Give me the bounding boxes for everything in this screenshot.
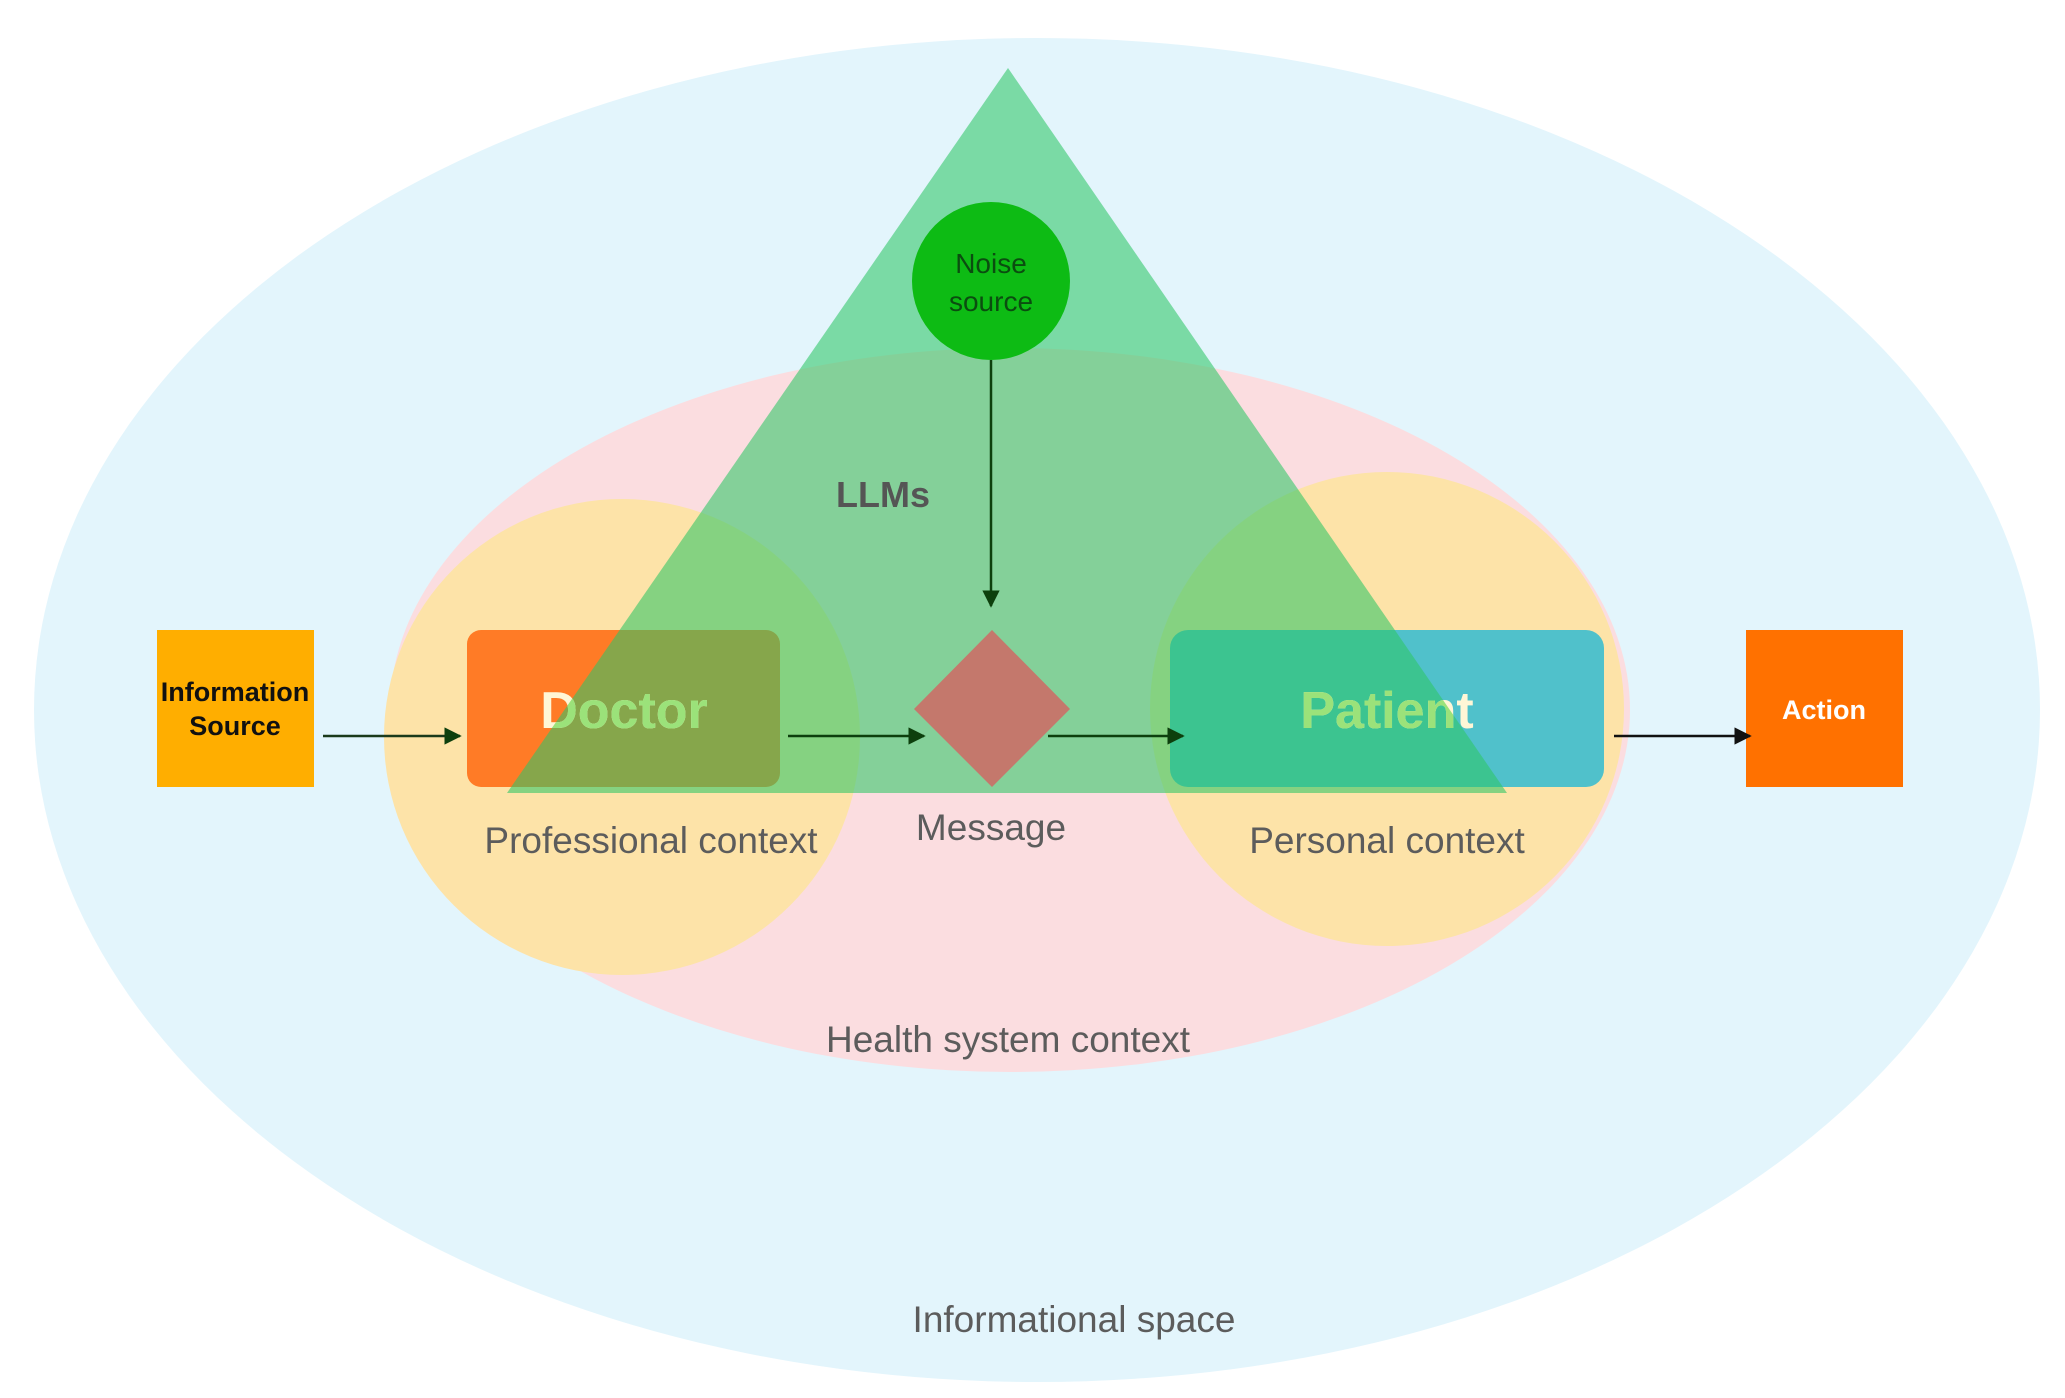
professional-context-label: Professional context (484, 820, 818, 861)
noise-source-label: Noise (955, 248, 1027, 279)
noise-source-circle (912, 202, 1070, 360)
doctor-label: Doctor (540, 682, 708, 740)
health-system-context-label: Health system context (826, 1019, 1191, 1060)
patient-label: Patient (1300, 682, 1473, 740)
llms-label: LLMs (836, 474, 930, 515)
noise-source-label-line2: source (949, 286, 1033, 317)
message-label: Message (916, 807, 1066, 848)
message-diamond (914, 630, 1070, 787)
llm-triangle (507, 68, 1507, 793)
action-box (1746, 630, 1903, 787)
personal-context-label: Personal context (1249, 820, 1525, 861)
action-label: Action (1782, 695, 1866, 725)
informational-space-label: Informational space (913, 1299, 1236, 1340)
information-source-label-line2: Source (189, 711, 281, 741)
information-source-label: Information (161, 677, 310, 707)
information-source-box (157, 630, 314, 787)
